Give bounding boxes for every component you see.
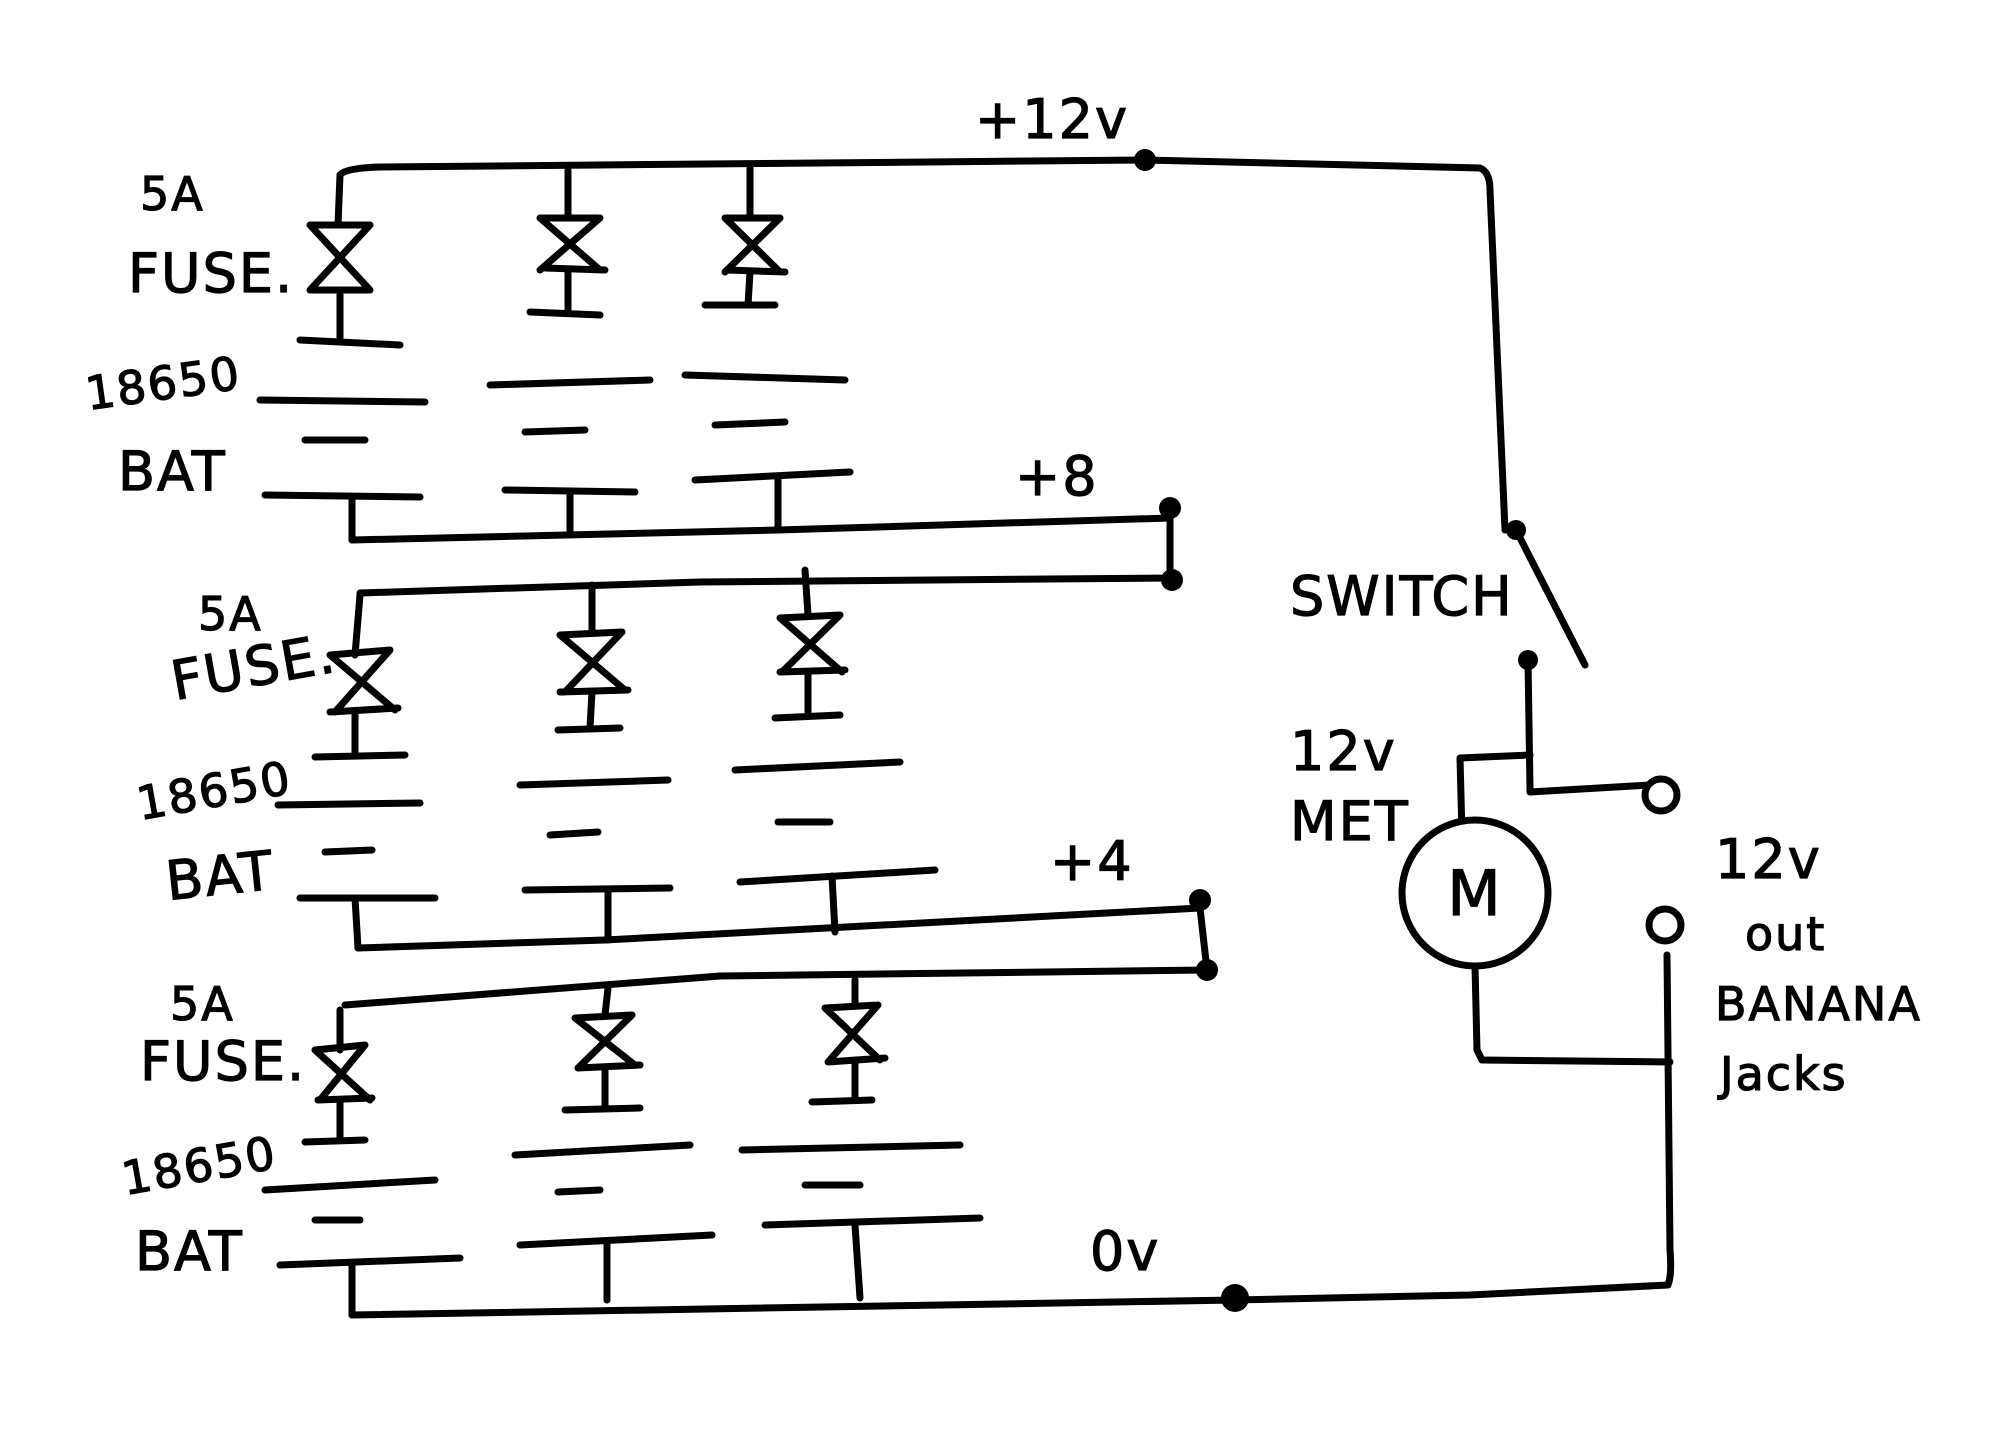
s2-fuse-word-label: FUSE. bbox=[166, 622, 341, 713]
s2-fuse-3 bbox=[771, 611, 849, 722]
plus8-label: +8 bbox=[1015, 445, 1099, 508]
s3-branch-2-stub bbox=[601, 984, 612, 1019]
s3-bat-cell-label: 18650 bbox=[118, 1126, 281, 1206]
plus8-node-lower bbox=[1161, 569, 1183, 591]
s1-fuse-word-label: FUSE. bbox=[128, 242, 294, 305]
s3-battery-2 bbox=[511, 1141, 716, 1304]
zero-volt-label: 0v bbox=[1090, 1220, 1160, 1283]
meter-label-line1: 12v bbox=[1290, 720, 1397, 783]
output-label-line2: out bbox=[1745, 907, 1826, 961]
output-label-line1: 12v bbox=[1715, 828, 1822, 891]
switch-to-meter-wire bbox=[1524, 656, 1654, 796]
meter-bottom-wire bbox=[1471, 962, 1674, 1066]
plus12-label: +12v bbox=[975, 88, 1129, 151]
output-jack-positive bbox=[1641, 775, 1681, 815]
output-jack-negative bbox=[1645, 905, 1685, 945]
s3-fuse-amp-label: 5A bbox=[170, 977, 235, 1031]
plus4-rail-wire bbox=[341, 904, 1211, 1009]
output-label-line3: BANANA bbox=[1715, 977, 1922, 1031]
s3-battery-1 bbox=[261, 1176, 464, 1319]
plus4-node-lower bbox=[1196, 959, 1218, 981]
switch-label: SWITCH bbox=[1290, 565, 1514, 628]
s1-fuse-1 bbox=[296, 221, 404, 349]
s1-fuse-3 bbox=[701, 214, 789, 309]
meter-symbol-letter: M bbox=[1447, 857, 1503, 930]
s2-battery-1 bbox=[274, 799, 439, 952]
s2-branch-3-stub bbox=[801, 566, 812, 619]
s1-fuse-amp-label: 5A bbox=[140, 167, 205, 221]
s2-branch-1-stub bbox=[351, 591, 364, 659]
s1-battery-2 bbox=[486, 376, 654, 539]
switch-lever bbox=[1512, 526, 1589, 669]
s3-fuse-3 bbox=[808, 1001, 889, 1106]
s1-battery-3 bbox=[681, 371, 854, 534]
right-wire-to-switch bbox=[1141, 156, 1509, 534]
meter-top-wire bbox=[1456, 751, 1534, 839]
meter-label-line2: MET bbox=[1290, 790, 1410, 853]
s3-fuse-word-label: FUSE. bbox=[140, 1030, 306, 1093]
plus4-label: +4 bbox=[1050, 830, 1134, 893]
plus4-node-upper bbox=[1189, 889, 1211, 911]
s1-bat-word-label: BAT bbox=[118, 440, 227, 503]
zero-volt-rail-wire bbox=[348, 951, 1675, 1319]
s1-branch-1-stub bbox=[334, 171, 344, 229]
s2-bat-cell-label: 18650 bbox=[133, 751, 296, 831]
zero-volt-node bbox=[1221, 1284, 1249, 1312]
plus12-node bbox=[1134, 149, 1156, 171]
s2-fuse-2 bbox=[554, 628, 632, 734]
s2-bat-word-label: BAT bbox=[163, 839, 278, 913]
s2-fuse-1 bbox=[311, 646, 409, 761]
s1-battery-1 bbox=[256, 396, 429, 544]
s3-fuse-2 bbox=[561, 1011, 644, 1114]
s2-battery-2 bbox=[516, 776, 674, 944]
s3-bat-word-label: BAT bbox=[135, 1220, 244, 1283]
top-rail-wire bbox=[336, 156, 1149, 179]
s2-battery-3 bbox=[731, 758, 939, 936]
output-label-line4: Jacks bbox=[1717, 1047, 1848, 1101]
plus8-rail-wire bbox=[348, 514, 1174, 599]
s2-fuse-amp-label: 5A bbox=[198, 587, 263, 641]
s3-battery-3 bbox=[738, 1141, 984, 1302]
s3-fuse-1 bbox=[301, 1041, 376, 1146]
s1-bat-cell-label: 18650 bbox=[82, 346, 244, 421]
plus8-node-upper bbox=[1159, 497, 1181, 519]
s1-fuse-2 bbox=[526, 214, 609, 319]
